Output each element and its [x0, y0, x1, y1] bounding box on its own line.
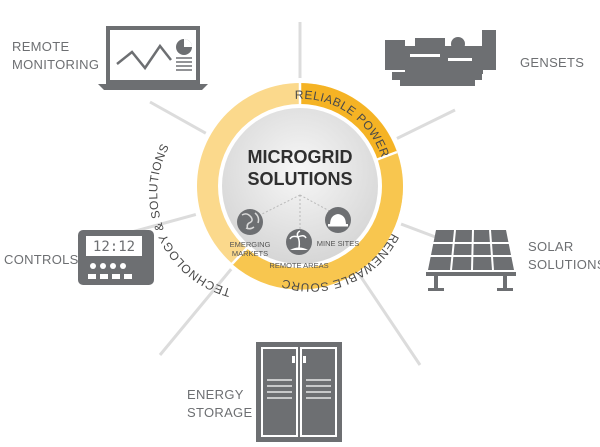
battery-cabinet-icon — [256, 342, 342, 442]
label-remote-monitoring-line2: MONITORING — [12, 57, 100, 72]
market-label-emerging-1: EMERGING — [230, 240, 271, 249]
label-solar-line1: SOLAR — [528, 239, 574, 254]
controller-display-readout: 12:12 — [93, 239, 135, 255]
label-solar-line2: SOLUTIONS — [528, 257, 600, 272]
generator-icon — [385, 30, 496, 86]
label-solar-solutions: SOLAR SOLUTIONS — [528, 238, 600, 274]
label-energy-storage: ENERGY STORAGE — [187, 386, 252, 422]
hard-hat-icon — [325, 207, 351, 233]
label-remote-monitoring: REMOTE MONITORING — [12, 38, 99, 74]
label-gensets: GENSETS — [520, 54, 584, 72]
label-controls: CONTROLS — [4, 251, 79, 269]
solar-panel-icon — [426, 229, 516, 291]
label-gensets-text: GENSETS — [520, 55, 585, 70]
controller-icon: 12:12 — [78, 230, 154, 285]
label-controls-text: CONTROLS — [4, 252, 79, 267]
island-icon — [286, 229, 312, 255]
globe-icon — [237, 209, 263, 235]
center-title-line2: SOLUTIONS — [247, 169, 352, 189]
market-label-mine-sites: MINE SITES — [317, 239, 360, 248]
label-energy-storage-line1: ENERGY — [187, 387, 244, 402]
label-remote-monitoring-line1: REMOTE — [12, 39, 70, 54]
center-title-line1: MICROGRID — [248, 147, 353, 167]
laptop-monitoring-icon — [98, 26, 208, 90]
label-energy-storage-line2: STORAGE — [187, 405, 253, 420]
market-label-remote-areas: REMOTE AREAS — [269, 261, 328, 270]
market-label-emerging-2: MARKETS — [232, 249, 268, 258]
